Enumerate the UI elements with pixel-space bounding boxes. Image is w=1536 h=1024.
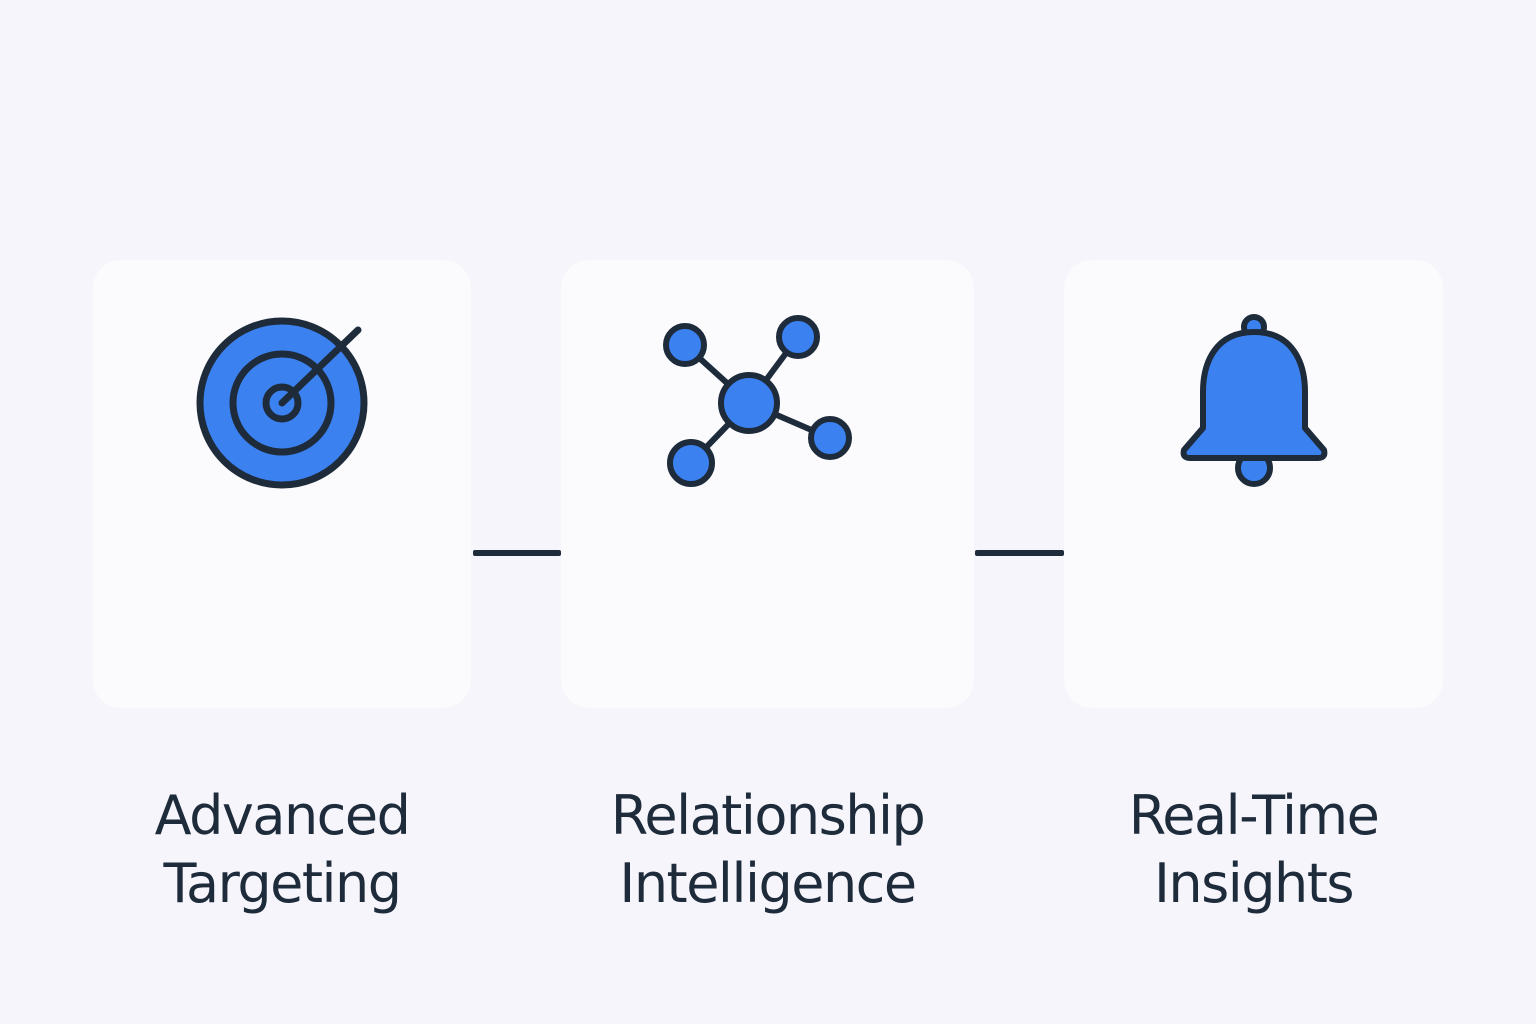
step-label: Real-Time Insights — [1064, 782, 1443, 918]
step-label-line: Relationship — [610, 784, 926, 847]
step-label-line: Targeting — [163, 852, 402, 915]
step-label-line: Advanced — [154, 784, 411, 847]
step-label-line: Insights — [1153, 852, 1355, 915]
step-label: Relationship Intelligence — [561, 782, 974, 918]
bell-icon — [1180, 314, 1327, 487]
step-card-relationship-intelligence: Relationship Intelligence — [561, 260, 974, 915]
connector-line — [975, 550, 1064, 556]
step-label-line: Intelligence — [619, 852, 917, 915]
step-label-line: Real-Time — [1128, 784, 1380, 847]
connector-line — [473, 550, 561, 556]
step-card-advanced-targeting: Advanced Targeting — [93, 260, 471, 915]
step-label: Advanced Targeting — [93, 782, 471, 918]
target-icon — [196, 317, 368, 489]
network-icon — [662, 315, 852, 487]
step-card-real-time-insights: Real-Time Insights — [1064, 260, 1443, 915]
